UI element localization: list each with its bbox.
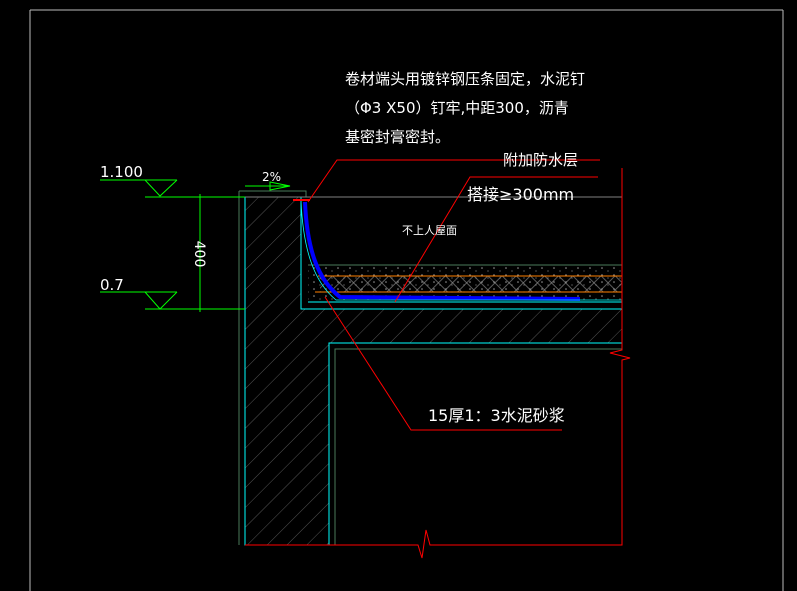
roof-label: 不上人屋面 [402,224,457,237]
drawing-frame [29,9,784,591]
overlap-label: 搭接≥300mm [467,185,574,204]
roof-layers [300,199,622,303]
dimension-label: 400 [191,241,207,268]
extra-layer-label: 附加防水层 [503,151,578,169]
right-edge-break [245,168,631,559]
elevation-marker-bottom [100,291,245,310]
elevation-bottom-label: 0.7 [100,276,124,294]
mortar-label: 15厚1：3水泥砂浆 [428,406,565,425]
note-line-3: 基密封膏密封。 [345,128,450,146]
concrete-structure [238,190,623,546]
note-line-1: 卷材端头用镀锌钢压条固定，水泥钉 [345,70,585,88]
slope-label: 2% [262,170,281,184]
leader-lines [307,159,600,431]
elevation-marker-top [100,179,245,198]
elevation-top-label: 1.100 [100,163,143,181]
slope-arrow-icon [245,181,291,191]
note-line-2: （Φ3 X50）钉牢,中距300，沥青 [345,99,569,117]
